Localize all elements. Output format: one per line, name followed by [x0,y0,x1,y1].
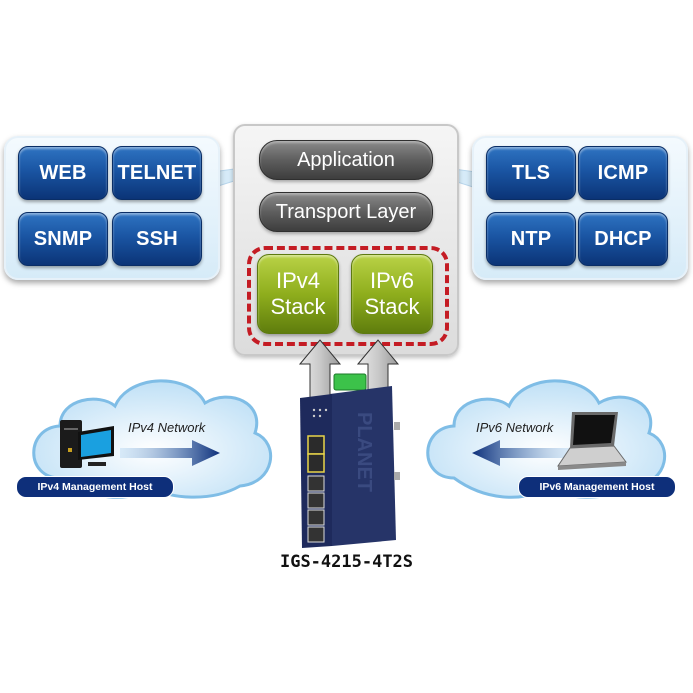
ipv6-arrow-icon [472,440,572,466]
ipv4-arrow-icon [120,440,220,466]
dual-stack-outline [247,246,449,346]
protocol-snmp: SNMP [18,212,108,266]
industrial-switch-device: PLANET [300,373,400,548]
ipv6-network-label: IPv6 Network [476,420,554,435]
rj45-port-4 [307,526,325,543]
left-protocol-panel: WEB TELNET SNMP SSH [4,136,220,280]
ipv4-stack: IPv4 Stack [257,254,339,334]
ipv6-stack-line1: IPv6 [369,268,415,293]
protocol-ssh: SSH [112,212,202,266]
transport-layer: Transport Layer [259,192,433,232]
ipv6-stack: IPv6 Stack [351,254,433,334]
terminal-block [333,373,367,391]
ipv6-stack-line2: Stack [364,294,420,319]
ipv4-network-label: IPv4 Network [128,420,206,435]
right-protocol-panel: TLS ICMP NTP DHCP [472,136,688,280]
protocol-ntp: NTP [486,212,576,266]
protocol-icmp: ICMP [578,146,668,200]
sfp-port-1 [307,435,325,455]
protocol-telnet: TELNET [112,146,202,200]
application-layer: Application [259,140,433,180]
ipv4-stack-line1: IPv4 [275,268,321,293]
sfp-port-2 [307,453,325,473]
rj45-port-3 [307,509,325,526]
brand-logo: PLANET [353,412,375,492]
desktop-computer-icon [60,420,114,468]
protocol-dhcp: DHCP [578,212,668,266]
ipv4-host-badge: IPv4 Management Host [16,476,174,498]
ipv4-stack-line2: Stack [270,294,326,319]
rj45-port-2 [307,492,325,509]
switch-side [330,386,396,546]
protocol-web: WEB [18,146,108,200]
ipv6-host-badge: IPv6 Management Host [518,476,676,498]
device-model-label: IGS-4215-4T2S [279,552,414,572]
rj45-port-1 [307,475,325,492]
laptop-icon [557,412,627,470]
protocol-stack: Application Transport Layer IPv4 Stack I… [233,124,459,356]
protocol-tls: TLS [486,146,576,200]
